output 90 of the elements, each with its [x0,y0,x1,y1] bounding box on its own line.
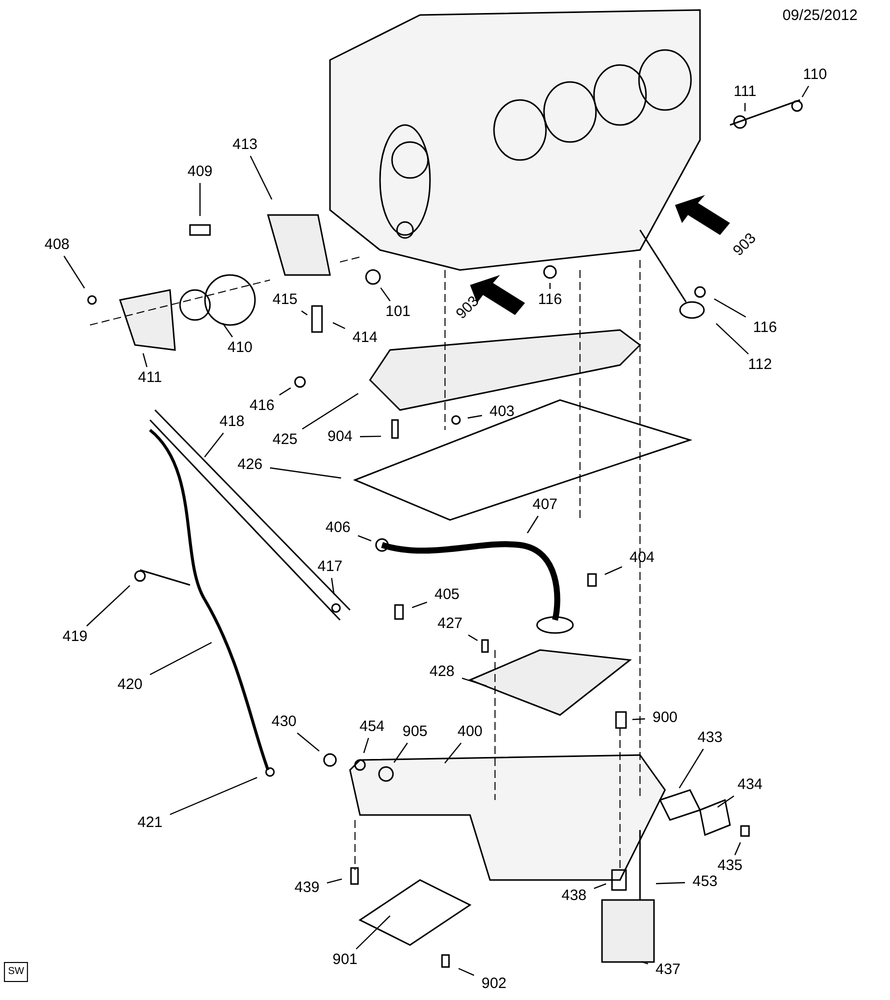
callout-number: 111 [734,84,756,100]
callout-number: 411 [138,370,162,386]
callout-number: 405 [434,587,460,603]
callout-number: 415 [272,292,298,308]
callout-number: 903 [454,294,482,322]
callout-number: 409 [187,164,213,180]
callout-number: 900 [652,710,678,726]
leader-line [86,585,130,626]
leader-line [150,642,212,676]
leader-line [468,634,478,642]
callout-number: 435 [717,858,743,874]
callout-number: 427 [437,616,463,632]
leader-line [331,578,335,595]
leader-line [462,678,487,686]
leader-line [301,310,308,316]
callout-number: 101 [385,304,411,320]
leader-line [358,535,372,542]
leader-line [222,322,233,338]
leader-line [444,742,462,764]
callout-number: 417 [317,559,343,575]
leader-line [717,796,734,808]
callout-number: 437 [655,962,681,978]
leader-line [526,516,539,534]
leader-line [270,467,342,479]
leader-line [604,566,622,575]
leader-line [641,961,648,964]
leader-line [64,256,85,289]
callout-number: 406 [325,520,351,536]
leader-line [363,738,370,754]
callout-number: 420 [117,677,143,693]
leader-line [734,842,741,856]
view-code-label: SW [4,962,28,982]
callout-number: 905 [402,724,428,740]
callout-number: 454 [359,719,385,735]
callout-number: 413 [232,137,258,153]
leader-line [302,393,359,430]
leader-line [250,156,272,200]
callout-number: 439 [294,880,320,896]
callout-number: 419 [62,629,88,645]
leader-line [204,432,224,458]
leader-line [199,183,201,216]
callout-number: 403 [489,404,515,420]
leader-line [394,742,408,763]
callout-number: 903 [730,230,760,260]
callout-number: 425 [272,432,298,448]
leader-line [356,915,390,950]
leader-line [744,103,746,112]
callout-number: 404 [629,550,655,566]
leader-line [380,287,391,302]
callout-number: 410 [227,340,253,356]
callout-number: 426 [237,457,263,473]
callout-number: 408 [44,237,70,253]
leader-line [296,732,320,752]
leader-line [170,776,258,816]
callout-number: 433 [697,730,723,746]
leader-line [412,602,428,608]
callout-number: 400 [457,724,483,740]
callout-number: 414 [352,330,378,346]
leader-line [549,282,551,289]
callout-number: 116 [753,320,777,336]
callout-number: 901 [332,952,358,968]
leader-line [142,353,148,368]
callout-number: 110 [803,67,827,83]
date-text: 09/25/2012 [782,8,858,24]
leader-line [632,718,646,720]
leader-line [332,322,346,330]
leader-line [802,86,810,98]
leader-line [468,414,482,419]
leader-line [656,882,686,884]
callout-number: 418 [219,414,245,430]
callout-number: 904 [327,429,353,445]
callout-number: 407 [532,497,558,513]
leader-line [360,436,381,438]
callout-number: 434 [737,777,763,793]
leader-line [326,878,342,884]
callout-number: 453 [692,874,718,890]
callout-number: 416 [249,398,275,414]
leader-line [458,968,474,976]
callout-number: 902 [481,976,507,992]
leader-line [716,323,749,354]
callout-number: 112 [748,357,772,373]
callout-number: 430 [271,714,297,730]
leader-line [714,298,746,318]
leader-line [279,387,292,396]
callout-number: 428 [429,664,455,680]
callout-number: 438 [561,888,587,904]
callout-number: 421 [137,815,163,831]
leader-line [678,748,704,788]
callout-number: 116 [538,292,562,308]
leader-line [594,883,606,889]
